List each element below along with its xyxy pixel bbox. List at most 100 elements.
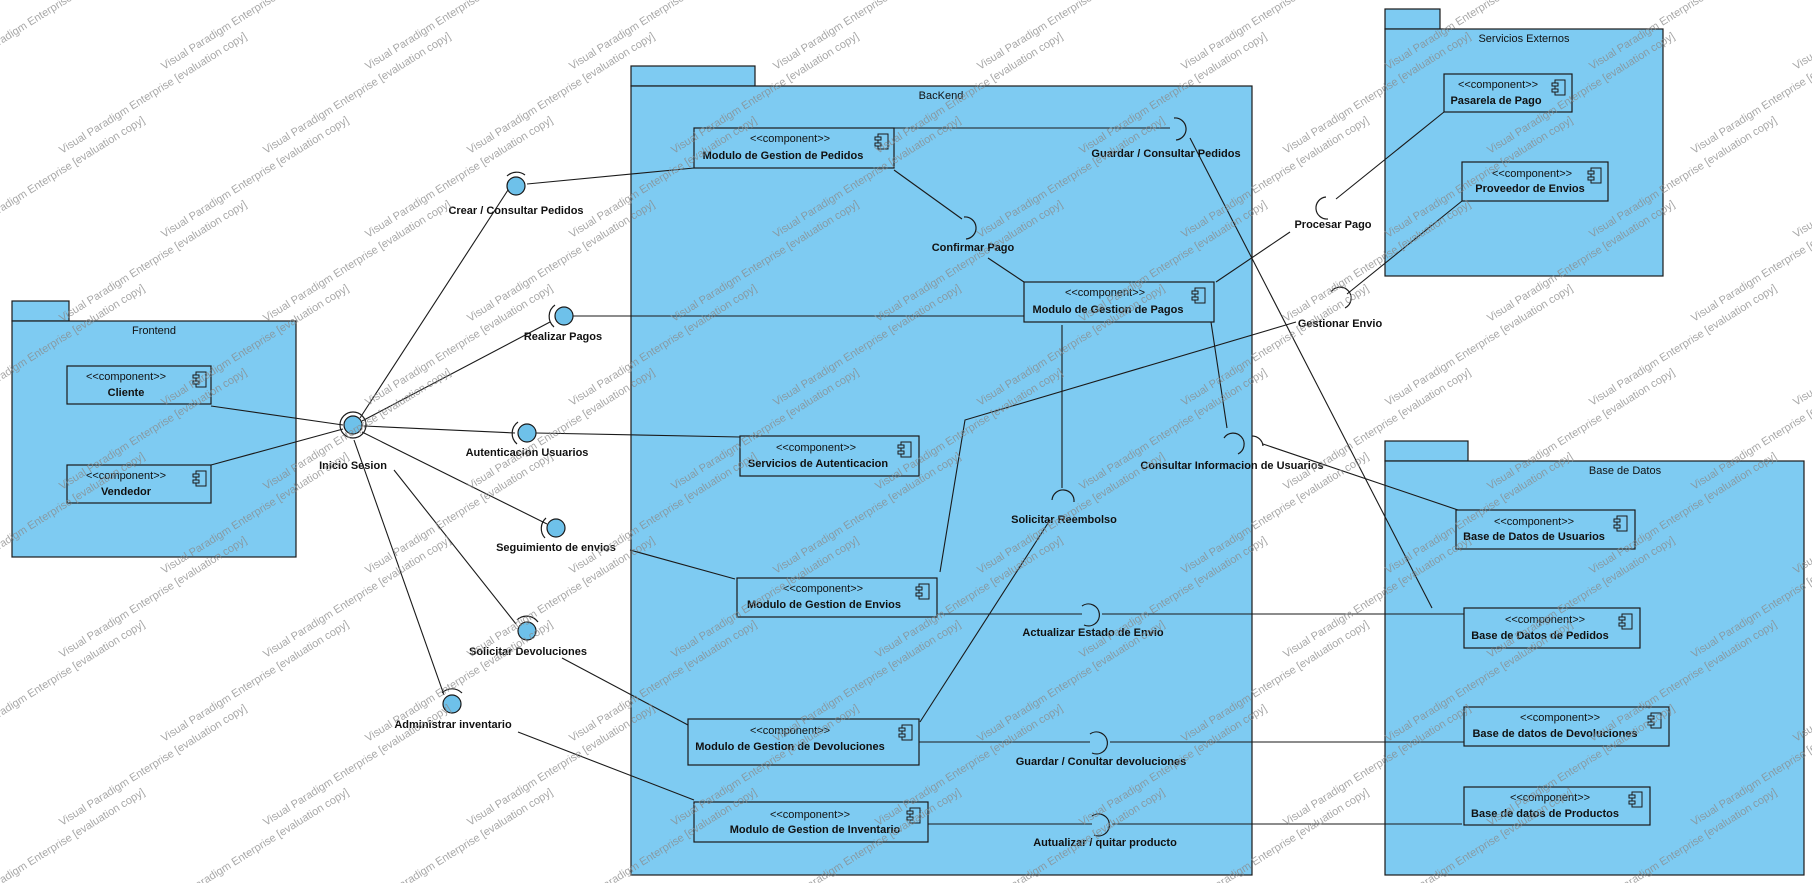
- watermark-text: Visual Paradigm Enterprise [evaluation c…: [771, 0, 963, 73]
- connector-line: [1189, 137, 1433, 609]
- component-gestion-devoluciones[interactable]: <<component>> Modulo de Gestion de Devol…: [687, 718, 920, 766]
- interface-guardar-consultar-pedidos[interactable]: Guardar / Consultar Pedidos: [1091, 117, 1241, 160]
- component-icon: [897, 441, 912, 458]
- component-icon: [874, 133, 889, 150]
- interface-confirmar-pago[interactable]: Confirmar Pago: [932, 216, 1015, 254]
- component-bd-productos[interactable]: <<component>> Base de datos de Productos: [1463, 786, 1651, 826]
- interface-administrar-inventario-label: Administrar inventario: [394, 719, 512, 731]
- interface-inicio-sesion[interactable]: Inicio Sesion: [319, 411, 387, 472]
- package-base-de-datos-label: Base de Datos: [1589, 465, 1662, 477]
- component-icon: [1628, 791, 1643, 808]
- interface-inicio-sesion-label: Inicio Sesion: [319, 460, 387, 472]
- component-gestion-envios-stereotype: <<component>>: [783, 583, 863, 595]
- component-proveedor-envios[interactable]: <<component>> Proveedor de Envios: [1461, 161, 1609, 202]
- component-bd-pedidos-name: Base de Datos de Pedidos: [1471, 630, 1609, 642]
- component-gestion-pedidos[interactable]: <<component>> Modulo de Gestion de Pedid…: [693, 127, 895, 169]
- connector-line: [939, 321, 1297, 573]
- connector-line: [919, 519, 1051, 723]
- connector-line: [1262, 443, 1459, 511]
- component-bd-pedidos-stereotype: <<component>>: [1505, 614, 1585, 626]
- connector-line: [1346, 200, 1463, 295]
- interface-realizar-pagos-label: Realizar Pagos: [524, 331, 602, 343]
- connector-line: [361, 431, 548, 525]
- interface-guardar-consultar-devoluciones-label: Guardar / Conultar devoluciones: [1016, 756, 1187, 768]
- component-bd-usuarios-stereotype: <<component>>: [1494, 516, 1574, 528]
- component-pasarela-pago[interactable]: <<component>> Pasarela de Pago: [1443, 73, 1573, 113]
- component-cliente-name: Cliente: [108, 387, 145, 399]
- interface-crear-consultar-pedidos-label: Crear / Consultar Pedidos: [448, 205, 583, 217]
- interface-seguimiento-envios[interactable]: Seguimiento de envios: [496, 517, 616, 554]
- watermark-text: Visual Paradigm Enterprise [evaluation c…: [0, 618, 147, 744]
- component-gestion-inventario[interactable]: <<component>> Modulo de Gestion de Inven…: [693, 801, 929, 843]
- interface-autenticacion-usuarios[interactable]: Autenticacion Usuarios: [466, 421, 589, 459]
- connector-line: [1335, 111, 1445, 200]
- connector-line: [353, 439, 445, 696]
- watermark-text: Visual Paradigm Enterprise [evaluation c…: [57, 702, 249, 828]
- interface-procesar-pago-label: Procesar Pago: [1294, 219, 1371, 231]
- interface-actualizar-quitar-producto-label: Autualizar / quitar producto: [1033, 837, 1177, 849]
- component-bd-pedidos[interactable]: <<component>> Base de Datos de Pedidos: [1463, 607, 1641, 649]
- watermark-text: Visual Paradigm Enterprise [evaluation c…: [363, 114, 555, 240]
- interface-gestionar-envio-label: Gestionar Envio: [1298, 318, 1383, 330]
- watermark-text: Visual Paradigm Enterprise [evaluation c…: [159, 786, 351, 883]
- interface-actualizar-estado-envio-label: Actualizar Estado de Envio: [1022, 627, 1163, 639]
- component-gestion-inventario-stereotype: <<component>>: [770, 809, 850, 821]
- component-icon: [1551, 79, 1566, 96]
- component-bd-devoluciones[interactable]: <<component>> Base de datos de Devolucio…: [1463, 706, 1670, 747]
- watermark-text: Visual Paradigm Enterprise [evaluation c…: [1791, 114, 1812, 240]
- component-bd-productos-name: Base de datos de Productos: [1471, 808, 1619, 820]
- interface-actualizar-quitar-producto[interactable]: Autualizar / quitar producto: [1033, 813, 1177, 849]
- component-gestion-envios[interactable]: <<component>> Modulo de Gestion de Envio…: [736, 577, 938, 618]
- component-vendedor[interactable]: <<component>> Vendedor: [66, 464, 212, 504]
- interface-procesar-pago[interactable]: Procesar Pago: [1294, 196, 1372, 231]
- component-gestion-pedidos-name: Modulo de Gestion de Pedidos: [703, 150, 864, 162]
- connector-line: [517, 731, 695, 801]
- watermark-text: Visual Paradigm Enterprise [evaluation c…: [1179, 0, 1371, 73]
- watermark-text: Visual Paradigm Enterprise [evaluation c…: [465, 366, 657, 492]
- interface-solicitar-devoluciones[interactable]: Solicitar Devoluciones: [469, 615, 587, 658]
- interface-guardar-consultar-devoluciones[interactable]: Guardar / Conultar devoluciones: [1016, 731, 1187, 768]
- interface-gestionar-envio[interactable]: Gestionar Envio: [1298, 286, 1383, 330]
- component-gestion-inventario-name: Modulo de Gestion de Inventario: [730, 824, 901, 836]
- component-cliente[interactable]: <<component>> Cliente: [66, 365, 212, 405]
- component-gestion-pagos[interactable]: <<component>> Modulo de Gestion de Pagos: [1023, 281, 1215, 323]
- watermark-text: Visual Paradigm Enterprise [evaluation c…: [261, 702, 453, 828]
- connector-line: [210, 428, 344, 466]
- watermark-text: Visual Paradigm Enterprise [evaluation c…: [1791, 0, 1812, 73]
- watermark-text: Visual Paradigm Enterprise [evaluation c…: [159, 618, 351, 744]
- component-icon: [906, 807, 921, 824]
- interface-realizar-pagos[interactable]: Realizar Pagos: [524, 304, 602, 343]
- interface-actualizar-estado-envio[interactable]: Actualizar Estado de Envio: [1022, 603, 1164, 639]
- interface-solicitar-reembolso[interactable]: Solicitar Reembolso: [1011, 489, 1117, 526]
- connector-line: [361, 321, 551, 422]
- connectors: [210, 111, 1464, 825]
- watermark-text: Visual Paradigm Enterprise [evaluation c…: [261, 30, 453, 156]
- component-pasarela-pago-stereotype: <<component>>: [1458, 79, 1538, 91]
- component-servicios-autenticacion[interactable]: <<component>> Servicios de Autenticacion: [739, 435, 920, 477]
- connector-line: [893, 169, 963, 220]
- component-bd-usuarios[interactable]: <<component>> Base de Datos de Usuarios: [1455, 509, 1636, 550]
- component-gestion-devoluciones-stereotype: <<component>>: [750, 725, 830, 737]
- component-bd-usuarios-name: Base de Datos de Usuarios: [1463, 531, 1605, 543]
- component-icon: [1647, 712, 1662, 729]
- package-frontend[interactable]: Frontend: [11, 300, 297, 558]
- interface-autenticacion-usuarios-label: Autenticacion Usuarios: [466, 447, 589, 459]
- component-proveedor-envios-stereotype: <<component>>: [1492, 168, 1572, 180]
- component-icon: [192, 470, 207, 487]
- component-gestion-pedidos-stereotype: <<component>>: [750, 133, 830, 145]
- watermark-text: Visual Paradigm Enterprise [evaluation c…: [0, 786, 147, 883]
- interface-crear-consultar-pedidos[interactable]: Crear / Consultar Pedidos: [448, 171, 584, 217]
- component-vendedor-stereotype: <<component>>: [86, 470, 166, 482]
- package-servicios-externos[interactable]: Servicios Externos: [1384, 8, 1664, 277]
- watermark-text: Visual Paradigm Enterprise [evaluation c…: [363, 282, 555, 408]
- component-bd-productos-stereotype: <<component>>: [1510, 792, 1590, 804]
- interface-consultar-informacion-usuarios-label: Consultar Informacion de Usuarios: [1140, 460, 1323, 472]
- interface-administrar-inventario[interactable]: Administrar inventario: [394, 688, 512, 731]
- connector-line: [629, 549, 736, 580]
- component-icon: [915, 583, 930, 600]
- connector-line: [987, 257, 1025, 283]
- interface-consultar-informacion-usuarios[interactable]: Consultar Informacion de Usuarios: [1140, 432, 1324, 472]
- component-icon: [1587, 167, 1602, 184]
- component-icon: [1618, 613, 1633, 630]
